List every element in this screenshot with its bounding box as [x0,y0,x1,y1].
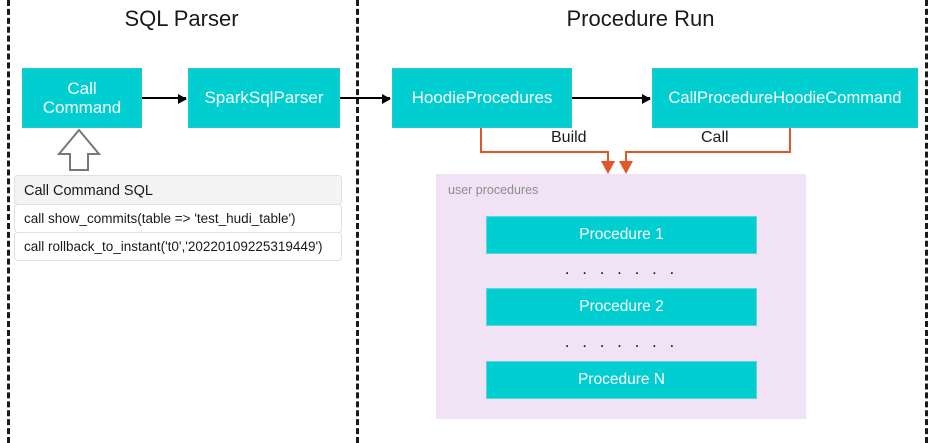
lane-title-procedure-run: Procedure Run [566,6,715,31]
call-connector-segment [625,151,791,153]
up-arrow-icon [56,128,102,171]
connector-label-build: Build [546,129,592,147]
node-hoodie-procedures[interactable]: HoodieProcedures [392,68,572,128]
build-connector-segment [480,128,482,153]
list-item[interactable]: Procedure 1 [486,216,757,254]
connector-label-call: Call [696,129,734,147]
lane-title-sql-parser: SQL Parser [124,6,239,31]
arrow-hoodie-procedures-to-call-procedure-hoodie-command [572,94,651,104]
node-spark-sql-parser[interactable]: SparkSqlParser [188,68,340,128]
list-item[interactable]: Procedure N [486,361,757,399]
user-procedures-panel: user procedures Procedure 1 . . . . . . … [436,174,806,419]
node-call-procedure-hoodie-command[interactable]: CallProcedureHoodieCommand [652,68,918,128]
call-command-sql-table: Call Command SQL call show_commits(table… [14,175,342,261]
swimlane-divider-right [925,0,928,443]
build-arrowhead-icon [601,161,615,174]
arrow-call-command-to-spark-sql-parser [142,94,187,104]
table-row[interactable]: call show_commits(table => 'test_hudi_ta… [14,204,342,233]
call-connector-segment [789,128,791,153]
build-connector-segment [480,151,609,153]
call-arrowhead-icon [619,161,633,174]
user-procedures-panel-label: user procedures [448,183,539,197]
swimlane-divider-left [7,0,10,443]
table-row[interactable]: call rollback_to_instant('t0','202201092… [14,232,342,261]
arrow-spark-sql-parser-to-hoodie-procedures [340,94,391,104]
sql-table-header: Call Command SQL [14,175,342,205]
call-connector-segment [625,151,627,163]
build-connector-segment [607,151,609,163]
node-call-command[interactable]: Call Command [22,68,142,128]
ellipsis-separator: . . . . . . . [564,259,679,278]
ellipsis-separator: . . . . . . . [564,332,679,351]
swimlane-divider-middle [356,0,359,443]
list-item[interactable]: Procedure 2 [486,288,757,326]
